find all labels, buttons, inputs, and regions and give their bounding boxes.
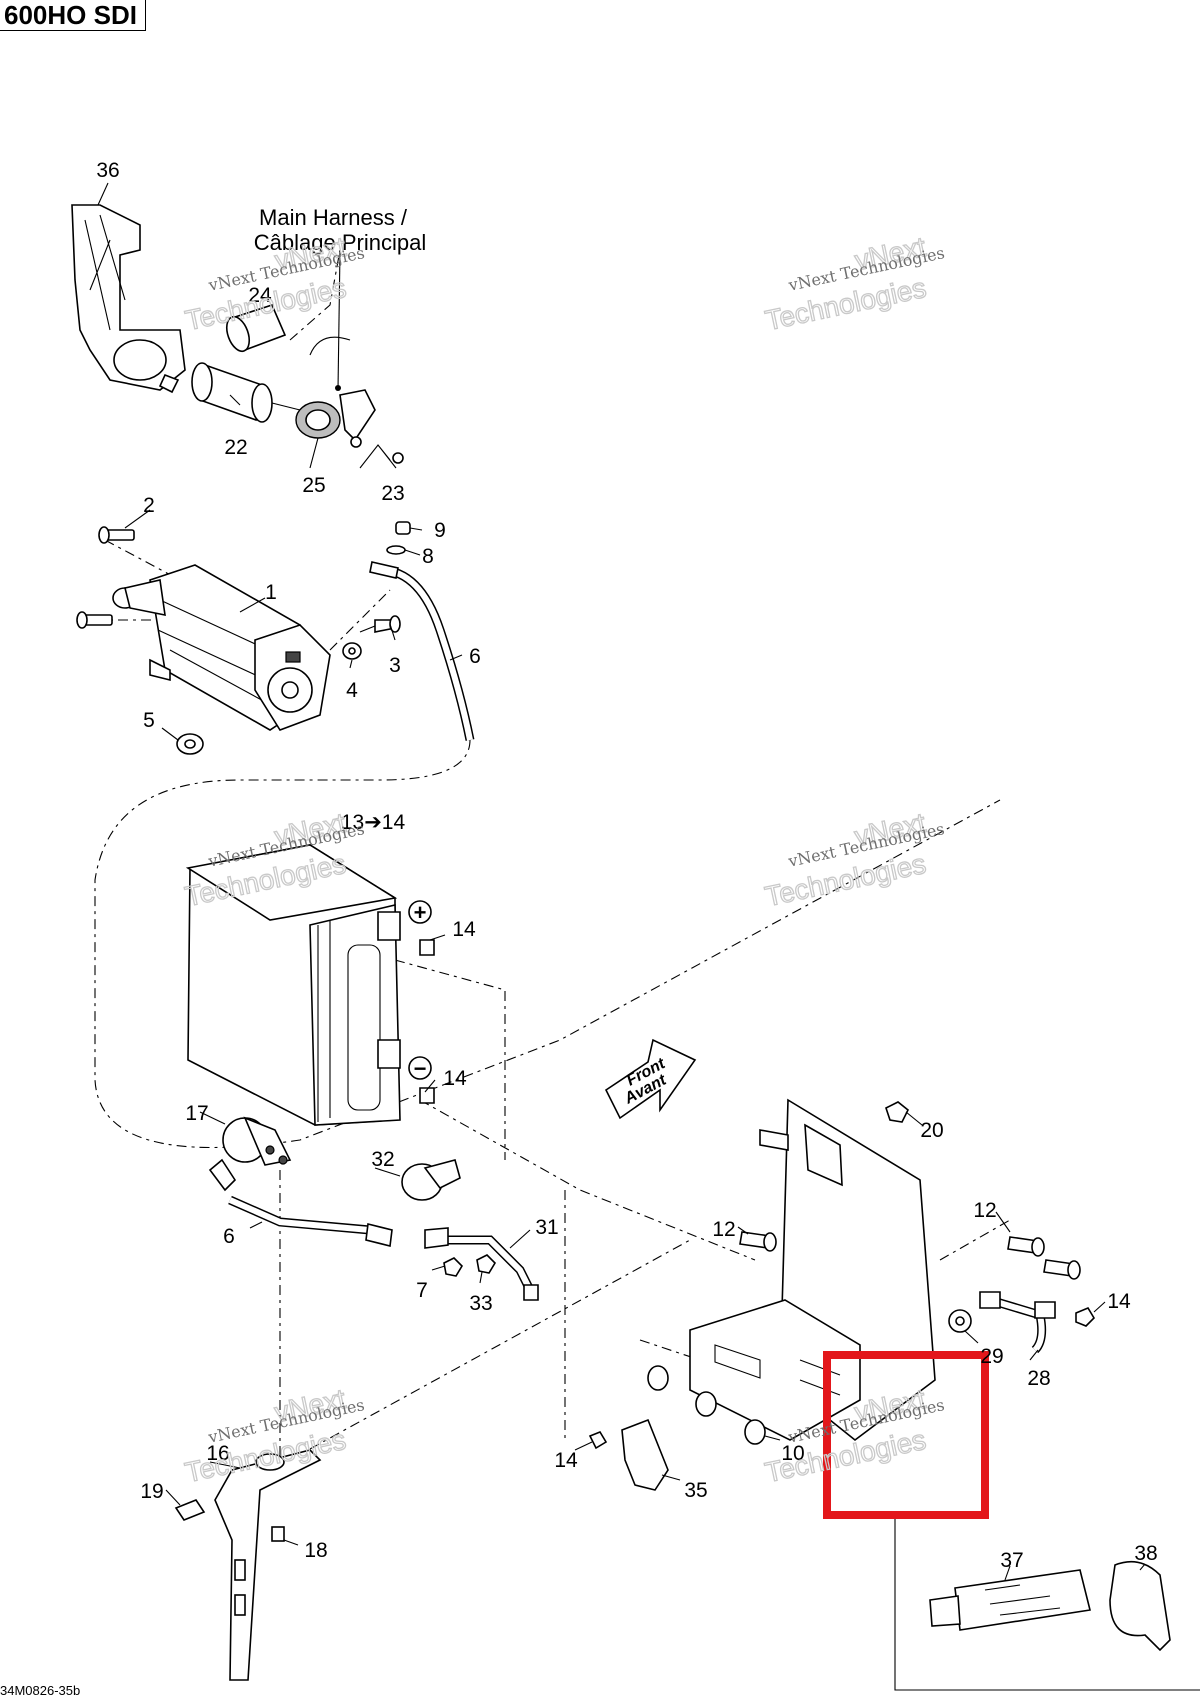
capacitor-assembly xyxy=(191,249,404,464)
model-title: 600HO SDI xyxy=(0,0,146,31)
negative-terminal-label: − xyxy=(414,1056,427,1081)
callout-12-right: 12 xyxy=(973,1199,996,1222)
callout-13-14: 13➔14 xyxy=(341,811,406,834)
callout-19: 19 xyxy=(140,1480,163,1503)
bolts-12 xyxy=(739,1231,1081,1280)
callout-17: 17 xyxy=(185,1102,208,1125)
callout-25: 25 xyxy=(302,474,325,497)
callout-32: 32 xyxy=(371,1148,394,1171)
callout-6-top: 6 xyxy=(469,645,481,668)
battery-holder-strap-36 xyxy=(71,204,186,394)
callout-31: 31 xyxy=(535,1216,558,1239)
ground-cable-31 xyxy=(424,1227,539,1301)
callout-8: 8 xyxy=(422,545,434,568)
callout-29: 29 xyxy=(980,1345,1003,1368)
bolts-18-19 xyxy=(174,1499,285,1542)
callout-9: 9 xyxy=(434,519,446,542)
callout-2: 2 xyxy=(143,494,155,517)
callout-4: 4 xyxy=(346,679,358,702)
callout-22: 22 xyxy=(224,436,247,459)
callout-33: 33 xyxy=(469,1292,492,1315)
nuts-7-33 xyxy=(443,1254,497,1277)
callout-20: 20 xyxy=(920,1119,943,1142)
tie-strap-38 xyxy=(1109,1560,1171,1652)
starter-motor-1 xyxy=(112,564,331,731)
callout-numbers: 36 24 22 25 23 2 9 8 1 6 3 4 5 13➔14 14 … xyxy=(96,159,1157,1572)
callout-14-positive: 14 xyxy=(452,918,476,941)
watermark-top-right: vNext Technologies vNext Technologies xyxy=(762,230,946,336)
callout-37: 37 xyxy=(1000,1549,1023,1572)
callout-35: 35 xyxy=(684,1479,707,1502)
harness-label-line1: Main Harness / xyxy=(259,205,408,230)
highlight-box xyxy=(823,1351,989,1519)
harness-label-line2: Câblage Principal xyxy=(254,230,426,255)
callout-24: 24 xyxy=(248,284,272,307)
battery-support xyxy=(689,1098,936,1442)
front-direction-arrow xyxy=(604,1038,697,1120)
starter-cable-6 xyxy=(369,521,475,741)
bolts-2 xyxy=(76,526,135,629)
watermark-mid-right: vNext Technologies vNext Technologies xyxy=(762,806,946,912)
solenoid-cable-6 xyxy=(228,1195,393,1247)
callout-36: 36 xyxy=(96,159,119,182)
callout-18: 18 xyxy=(304,1539,327,1562)
callout-12-left: 12 xyxy=(712,1218,735,1241)
callout-10: 10 xyxy=(781,1442,804,1465)
terminal-boot-32 xyxy=(401,1159,461,1201)
screw-14-vent-35 xyxy=(588,1418,669,1491)
callout-16: 16 xyxy=(206,1442,229,1465)
nut-20 xyxy=(885,1101,910,1123)
kit-inset-box xyxy=(894,1518,1200,1691)
callout-14-lower: 14 xyxy=(554,1449,578,1472)
callout-28: 28 xyxy=(1027,1367,1050,1390)
grommets-10 xyxy=(647,1365,766,1445)
callout-14-right: 14 xyxy=(1107,1290,1131,1313)
callout-1: 1 xyxy=(265,581,277,604)
callout-5: 5 xyxy=(143,709,155,732)
leader-lines xyxy=(97,182,1146,1581)
callout-38: 38 xyxy=(1134,1542,1157,1565)
callout-3: 3 xyxy=(389,654,401,677)
callout-7: 7 xyxy=(416,1279,428,1302)
callout-6-lower: 6 xyxy=(223,1225,235,1248)
battery-13 xyxy=(185,844,435,1126)
dielectric-grease-tube-37 xyxy=(929,1569,1091,1631)
positive-terminal-label: + xyxy=(414,900,427,925)
callout-14-negative: 14 xyxy=(443,1067,467,1090)
mounting-bracket-16 xyxy=(214,1449,322,1681)
starter-solenoid-17 xyxy=(208,1116,292,1192)
starwasher-29-cable-28 xyxy=(948,1291,1096,1354)
bolt-3-washer-4-5 xyxy=(176,615,401,755)
callout-23: 23 xyxy=(381,482,404,505)
watermark-bottom-left: vNext Technologies vNext Technologies xyxy=(182,1382,366,1488)
drawing-code: 34M0826-35b xyxy=(0,1683,81,1698)
